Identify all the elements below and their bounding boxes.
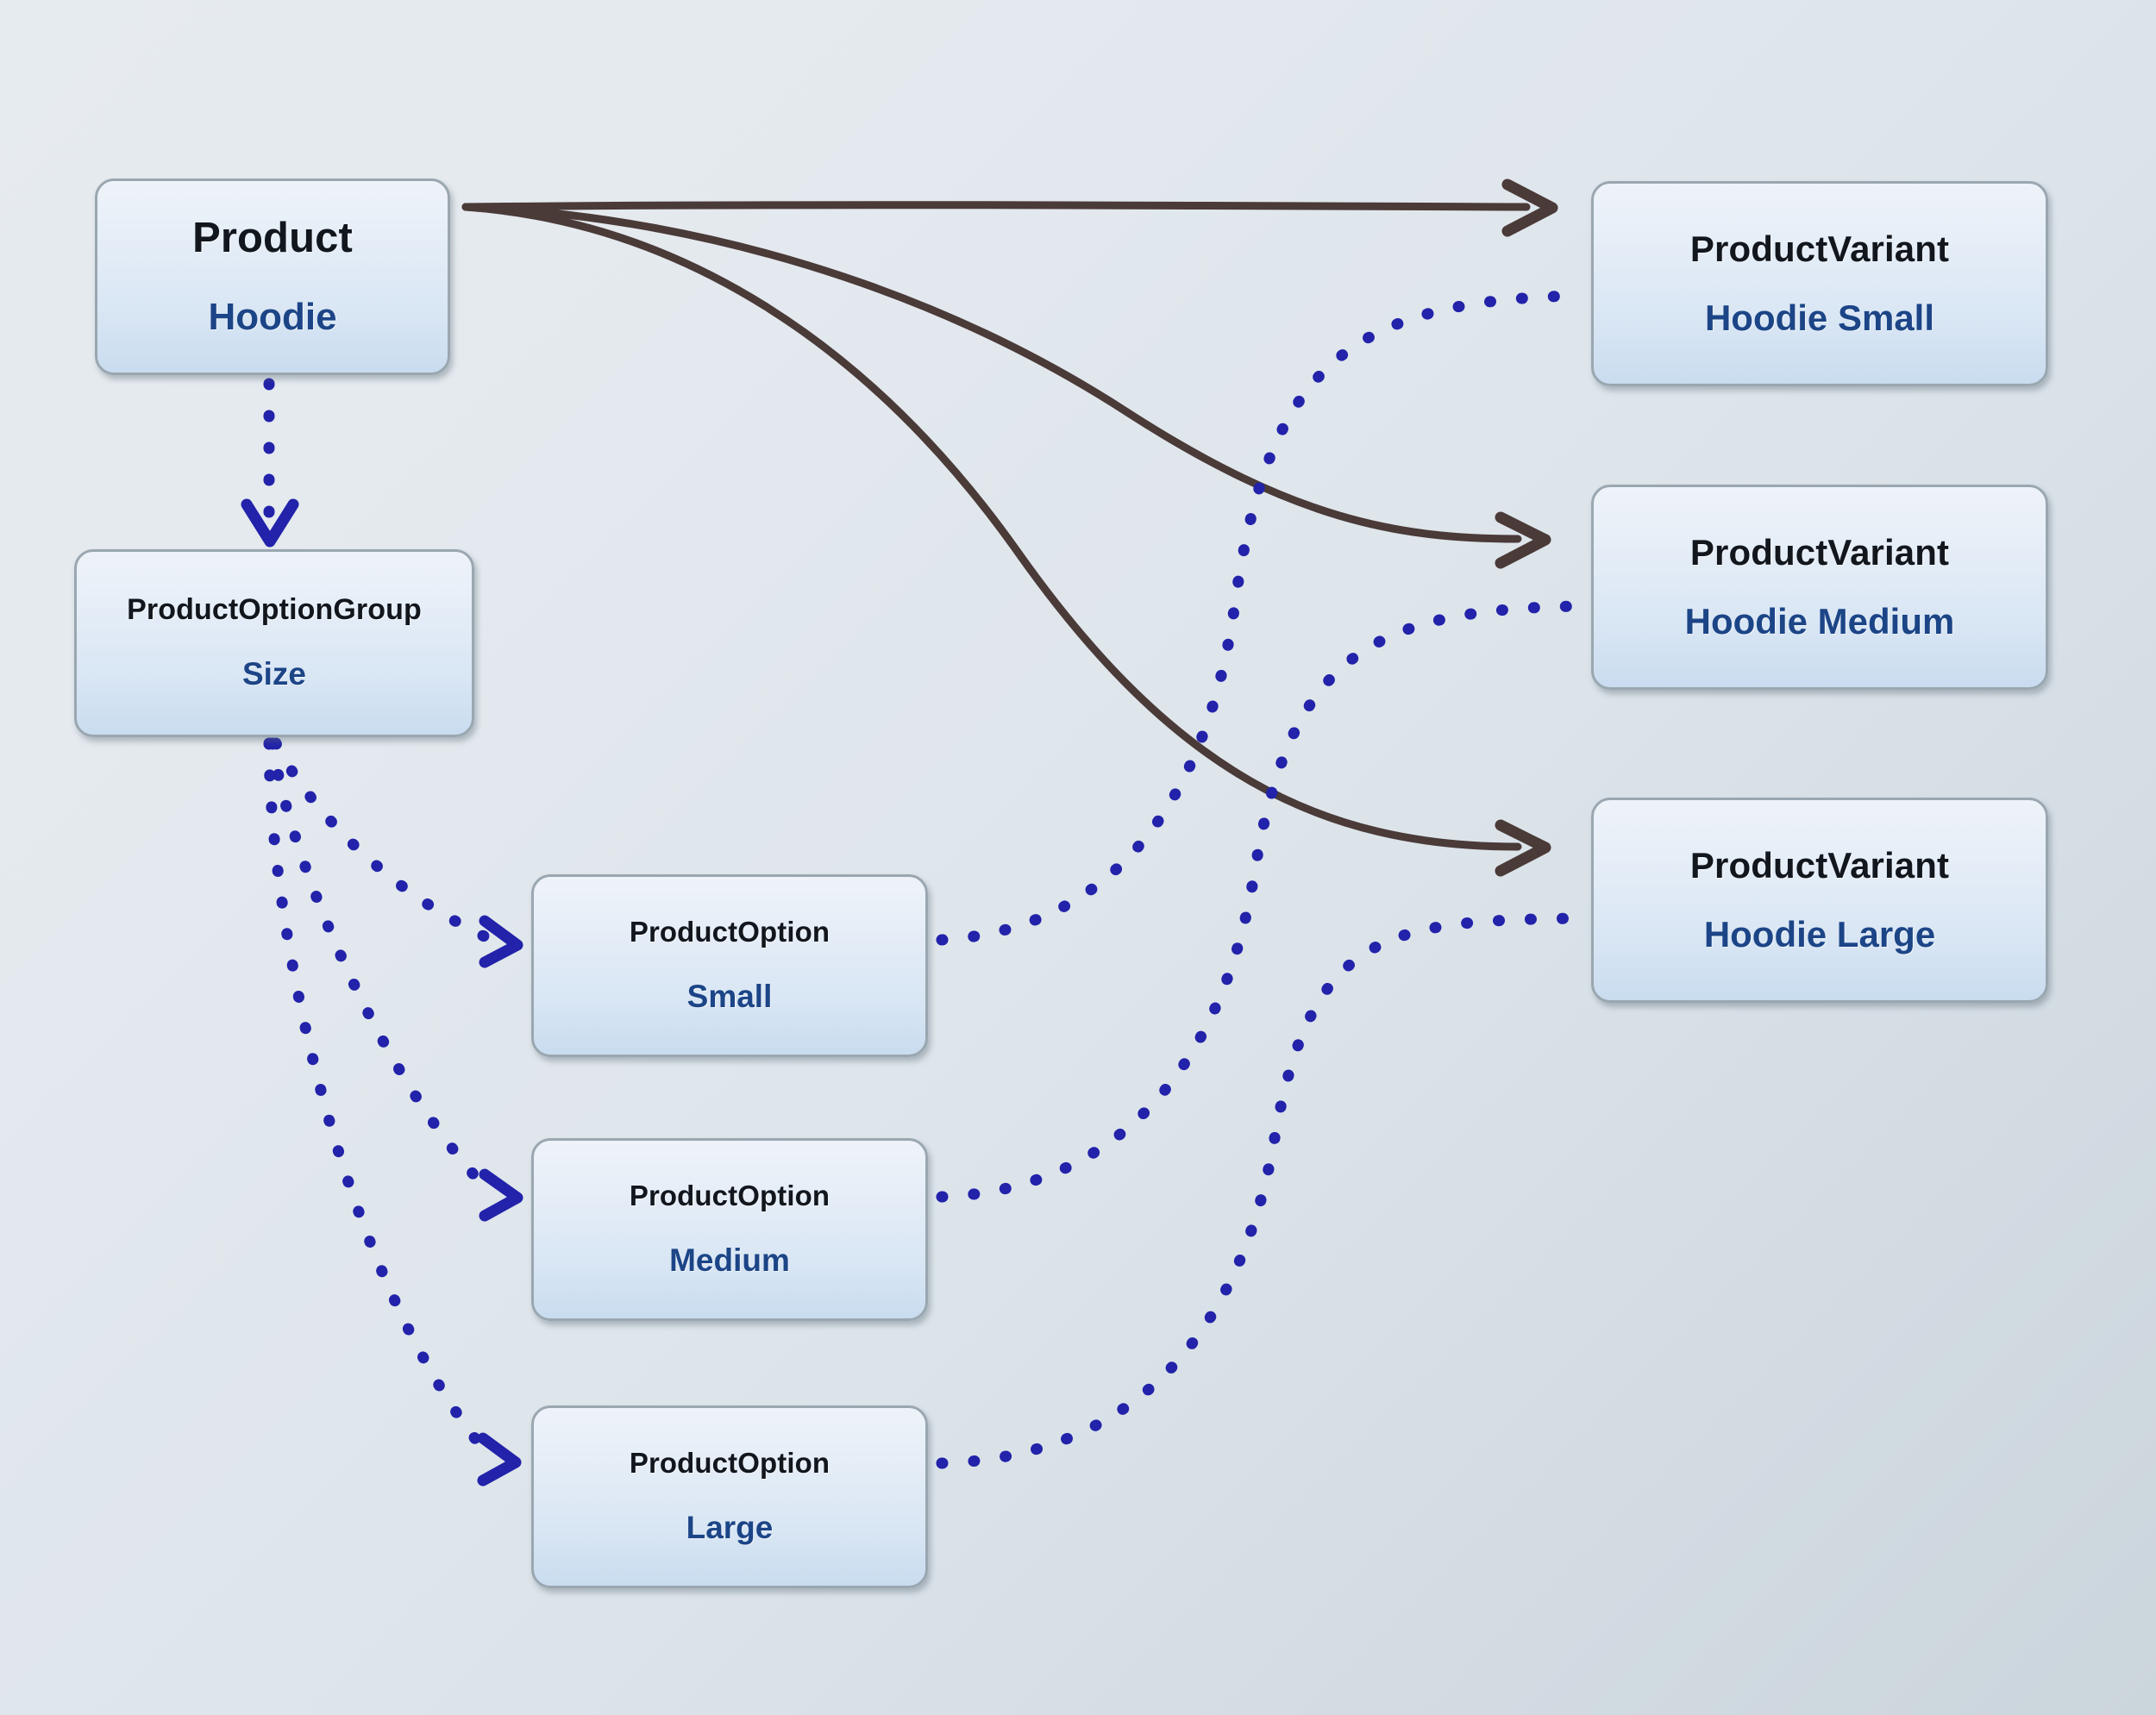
node-product-variant-hoodie-large[interactable]: ProductVariant Hoodie Large [1591, 798, 2048, 1003]
edge-product-to-optiongroup [241, 378, 299, 548]
node-product-option-group-type: ProductOptionGroup [127, 593, 422, 627]
node-product-option-small-type: ProductOption [629, 916, 830, 948]
node-product-variant-hoodie-medium[interactable]: ProductVariant Hoodie Medium [1591, 485, 2048, 690]
edge-option-medium-to-variant-medium [936, 600, 1584, 1203]
node-product-option-small-value: Small [686, 978, 773, 1014]
edge-optiongroup-to-option-large [263, 737, 522, 1487]
node-product-variant-hoodie-large-type: ProductVariant [1689, 844, 1950, 886]
edge-optiongroup-to-option-small [270, 737, 523, 968]
node-product-option-large[interactable]: ProductOption Large [531, 1405, 928, 1588]
edge-option-large-to-variant-large [936, 912, 1584, 1469]
node-product-variant-hoodie-small-type: ProductVariant [1689, 228, 1950, 269]
node-product[interactable]: Product Hoodie [95, 178, 450, 375]
edge-product-to-variant-medium [461, 203, 1551, 569]
node-product-variant-hoodie-small-value: Hoodie Small [1704, 297, 1935, 338]
node-product-variant-hoodie-medium-type: ProductVariant [1689, 531, 1950, 573]
node-product-variant-hoodie-large-value: Hoodie Large [1703, 914, 1936, 955]
edge-product-to-variant-small [461, 178, 1558, 237]
node-product-option-medium-value: Medium [669, 1242, 790, 1278]
node-product-type: Product [192, 215, 353, 262]
edge-option-small-to-variant-small [936, 290, 1584, 946]
node-product-option-group-value: Size [241, 655, 307, 692]
node-product-option-large-type: ProductOption [629, 1447, 830, 1480]
node-product-option-large-value: Large [686, 1509, 774, 1545]
node-product-option-medium-type: ProductOption [629, 1180, 830, 1212]
node-product-value: Hoodie [208, 295, 337, 338]
node-product-variant-hoodie-medium-value: Hoodie Medium [1684, 601, 1955, 642]
node-product-option-group[interactable]: ProductOptionGroup Size [74, 549, 474, 737]
node-product-variant-hoodie-small[interactable]: ProductVariant Hoodie Small [1591, 181, 2048, 386]
node-product-option-medium[interactable]: ProductOption Medium [531, 1138, 928, 1321]
edge-product-to-variant-large [461, 203, 1551, 877]
node-product-option-small[interactable]: ProductOption Small [531, 874, 928, 1057]
edge-optiongroup-to-option-medium [266, 737, 523, 1222]
